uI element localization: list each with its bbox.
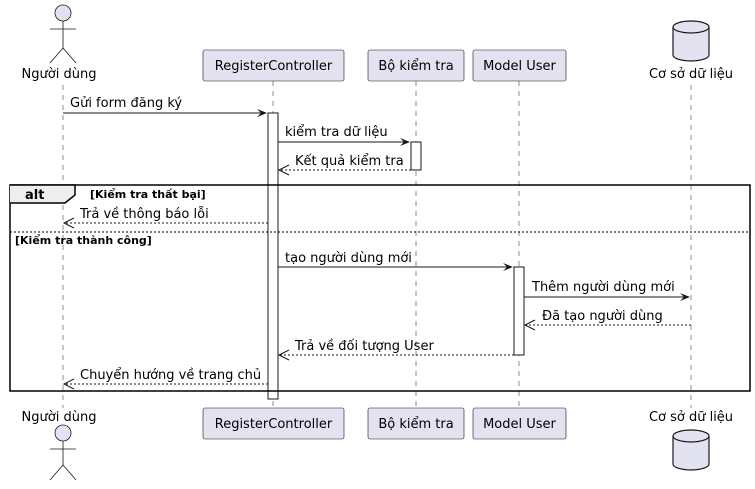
message-8: Trả về đối tượng User <box>277 339 514 361</box>
message-9: Chuyển hướng về trang chủ <box>62 368 268 390</box>
message-6: Thêm người dùng mới <box>524 280 690 301</box>
participant-validator-bottom: Bộ kiểm tra <box>367 407 465 440</box>
arrow-head <box>62 378 75 390</box>
participant-label-database: Cơ sở dữ liệu <box>649 67 733 82</box>
participant-label-controller: RegisterController <box>215 417 333 432</box>
activation-validator <box>410 141 422 171</box>
participant-controller-top: RegisterController <box>202 49 345 82</box>
message-3: Kết quả kiểm tra <box>277 154 411 176</box>
arrow-head <box>277 349 290 361</box>
message-7: Đã tạo người dùng <box>523 309 691 331</box>
message-1: Gửi form đăng ký <box>63 96 267 117</box>
message-label: Thêm người dùng mới <box>531 280 675 295</box>
activation-model <box>513 266 525 356</box>
message-label: Đã tạo người dùng <box>542 309 663 324</box>
alt-guard-fail: [Kiểm tra thất bại] <box>90 188 206 201</box>
message-label: Kết quả kiểm tra <box>295 154 404 169</box>
participant-model-top: Model User <box>472 49 567 82</box>
activation-controller <box>267 112 279 400</box>
message-5: tạo người dùng mới <box>278 251 513 271</box>
participant-label-user: Người dùng <box>22 67 97 82</box>
participant-label-validator: Bộ kiểm tra <box>378 59 453 74</box>
actor-user-top: Người dùng <box>22 4 97 82</box>
message-label: Trả về đối tượng User <box>294 339 434 354</box>
actor-icon <box>49 424 77 481</box>
participant-database-bottom: Cơ sở dữ liệu <box>649 410 733 471</box>
alt-label-tab <box>10 184 76 204</box>
message-label: kiểm tra dữ liệu <box>285 125 388 140</box>
participant-controller-bottom: RegisterController <box>202 407 345 440</box>
database-icon <box>672 429 710 471</box>
message-label: Trả về thông báo lỗi <box>79 207 209 222</box>
participant-label-database: Cơ sở dữ liệu <box>649 410 733 425</box>
arrow-head <box>62 217 75 229</box>
message-4: Trả về thông báo lỗi <box>62 207 268 229</box>
alt-keyword: alt <box>25 188 44 203</box>
participant-validator-top: Bộ kiểm tra <box>367 49 465 82</box>
alt-frame <box>9 184 751 392</box>
message-label: tạo người dùng mới <box>285 251 412 266</box>
participant-label-model: Model User <box>483 417 556 432</box>
message-2: kiểm tra dữ liệu <box>278 125 410 146</box>
database-icon <box>672 20 710 62</box>
arrow-head <box>523 319 536 331</box>
actor-icon <box>49 4 77 64</box>
arrow-head <box>277 164 290 176</box>
message-label: Chuyển hướng về trang chủ <box>80 368 261 383</box>
participant-label-user: Người dùng <box>22 410 97 425</box>
message-label: Gửi form đăng ký <box>70 96 182 111</box>
participant-database-top: Cơ sở dữ liệu <box>649 20 733 82</box>
actor-user-bottom: Người dùng <box>22 410 97 481</box>
alt-fragment: alt [Kiểm tra thất bại] [Kiểm tra thành … <box>9 184 751 392</box>
participant-label-controller: RegisterController <box>215 59 333 74</box>
participant-label-validator: Bộ kiểm tra <box>378 417 453 432</box>
participant-model-bottom: Model User <box>472 407 567 440</box>
alt-guard-success: [Kiểm tra thành công] <box>15 234 152 247</box>
participant-label-model: Model User <box>483 59 556 74</box>
